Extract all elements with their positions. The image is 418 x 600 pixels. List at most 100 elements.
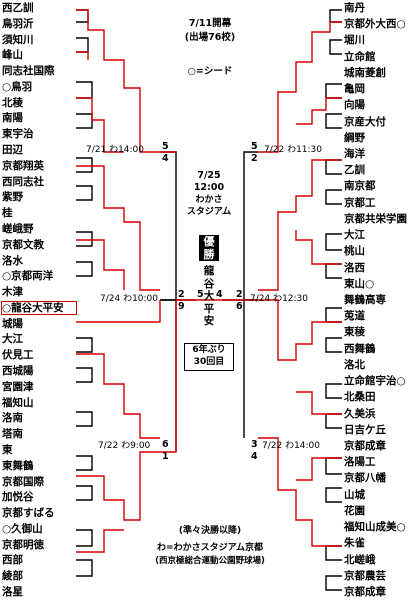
left-team-name: ○鳥羽 [2,81,33,93]
champion-label-2: 勝 [199,248,219,261]
right-team-name: 日吉ケ丘 [344,424,386,436]
score: 6 [236,301,243,312]
right-team-name: 洛北 [344,359,365,371]
right-team-name: 北嵯峨 [344,554,376,566]
right-team-name: 朱雀 [344,537,365,549]
left-team-name: 田辺 [2,144,23,156]
final-venue-2: スタジアム [186,207,232,217]
right-team-name: 綱野 [344,132,365,144]
score: 5 [251,141,258,152]
left-team-name: 東宇治 [2,128,34,140]
right-team-name: 堀川 [344,34,365,46]
score: 4 [251,451,258,462]
final-score-left: 5 [197,289,204,300]
match-date-mid-right: 7/24 わ12:30 [250,294,309,304]
match-date-bottom-right: 7/22 わ14:00 [262,441,321,451]
score: 9 [178,301,185,312]
left-team-name: 西同志社 [2,176,44,188]
left-team-name: 京都明徳 [2,539,44,551]
right-team-name: 桃山 [344,245,365,257]
left-team-name: 紫野 [2,191,23,203]
footer-note-3: (西京極総合運動公園野球場) [155,556,265,566]
left-team-name: 嵯峨野 [2,223,34,235]
right-team-name: 京都外大西○ [344,18,406,30]
left-team-name: 南陽 [2,112,23,124]
right-team-name: 山城 [344,489,365,501]
score: 4 [162,153,169,164]
right-team-name: 京都農芸 [344,570,386,582]
left-team-name: 西部 [2,554,23,566]
left-team-name: 城陽 [2,318,23,330]
right-team-name: 京都共栄学園 [344,213,407,225]
champion-name: 龍 谷 大 平 安 [200,265,218,328]
left-team-name: 木津 [2,286,23,298]
match-date-top-left: 7/21 わ14:00 [86,145,145,155]
final-venue-1: わかさ [195,195,223,205]
left-team-name: 京都国際 [2,476,44,488]
left-team-name: 鳥羽沂 [2,18,34,30]
score: 3 [251,439,258,450]
champion-char: 谷 [203,277,215,290]
left-team-name: 西乙訓 [2,2,34,14]
left-team-name: 綾部 [2,570,23,582]
right-team-name: 花園 [344,505,365,517]
seed-legend: ○=シード [187,66,233,77]
left-team-name: 北稜 [2,97,23,109]
right-team-name: 乙訓 [344,164,365,176]
score: 1 [162,451,169,462]
left-team-name: ○龍谷大平安 [1,301,77,315]
footer-note-2: わ=わかさスタジアム京都 [157,543,263,553]
final-time: 12:00 [193,182,225,193]
team-count-note: (出場76校) [184,32,236,43]
left-team-name: 峰山 [2,49,23,61]
right-team-name: 大江 [344,229,365,241]
right-team-name: 海洋 [344,148,365,160]
left-team-name: 同志社国際 [2,65,55,77]
right-team-name: 京都八幡 [344,472,386,484]
right-team-name: 莵道 [344,310,365,322]
left-team-name: 塔南 [2,428,23,440]
left-team-name: 伏見工 [2,349,34,361]
left-team-name: 洛星 [2,586,23,598]
years-note-1: 6年ぶり [192,345,226,355]
years-note-2: 30回目 [193,357,225,367]
right-team-name: 京都成章 [344,586,386,598]
tournament-opening-date: 7/11開幕 [188,18,232,29]
left-team-name: 大江 [2,333,23,345]
champion-char: 大 [203,290,215,302]
score: 2 [236,289,243,300]
final-date: 7/25 [197,170,221,181]
right-team-name: 亀岡 [344,83,365,95]
left-team-name: 宮園津 [2,381,34,393]
right-team-name: 城南菱創 [344,67,386,79]
champion-char: 安 [203,315,215,327]
left-team-name: 洛南 [2,412,23,424]
left-team-name: 福知山 [2,397,34,409]
right-team-name: 立命館 [344,51,376,63]
left-team-name: 西城陽 [2,365,34,377]
years-note-box: 6年ぶり 30回目 [184,343,234,371]
right-team-name: 洛陽工 [344,456,376,468]
score: 2 [251,153,258,164]
match-date-mid-left: 7/24 わ10:00 [100,294,159,304]
left-team-name: 桂 [2,207,13,219]
right-team-name: 東稜 [344,326,365,338]
right-team-name: 北桑田 [344,391,376,403]
champion-char: 龍 [203,265,215,277]
right-team-name: 京都成章 [344,440,386,452]
right-team-name: 立命館宇治○ [344,375,406,387]
match-date-bottom-left: 7/22 わ9:00 [98,441,151,451]
champion-label-1: 優 [199,235,219,248]
left-team-name: 須知川 [2,34,34,46]
right-team-name: 福知山成美○ [344,521,406,533]
right-team-name: 京産大付 [344,116,386,128]
champion-char: 平 [203,302,215,315]
score: 2 [178,289,185,300]
right-team-name: 京都工 [344,197,376,209]
right-team-name: 南京都 [344,180,376,192]
left-team-name: 東舞鶴 [2,460,34,472]
right-team-name: 東山○ [344,278,375,290]
left-team-name: 京都すばる [2,507,55,519]
left-team-name: 京都翔英 [2,160,44,172]
